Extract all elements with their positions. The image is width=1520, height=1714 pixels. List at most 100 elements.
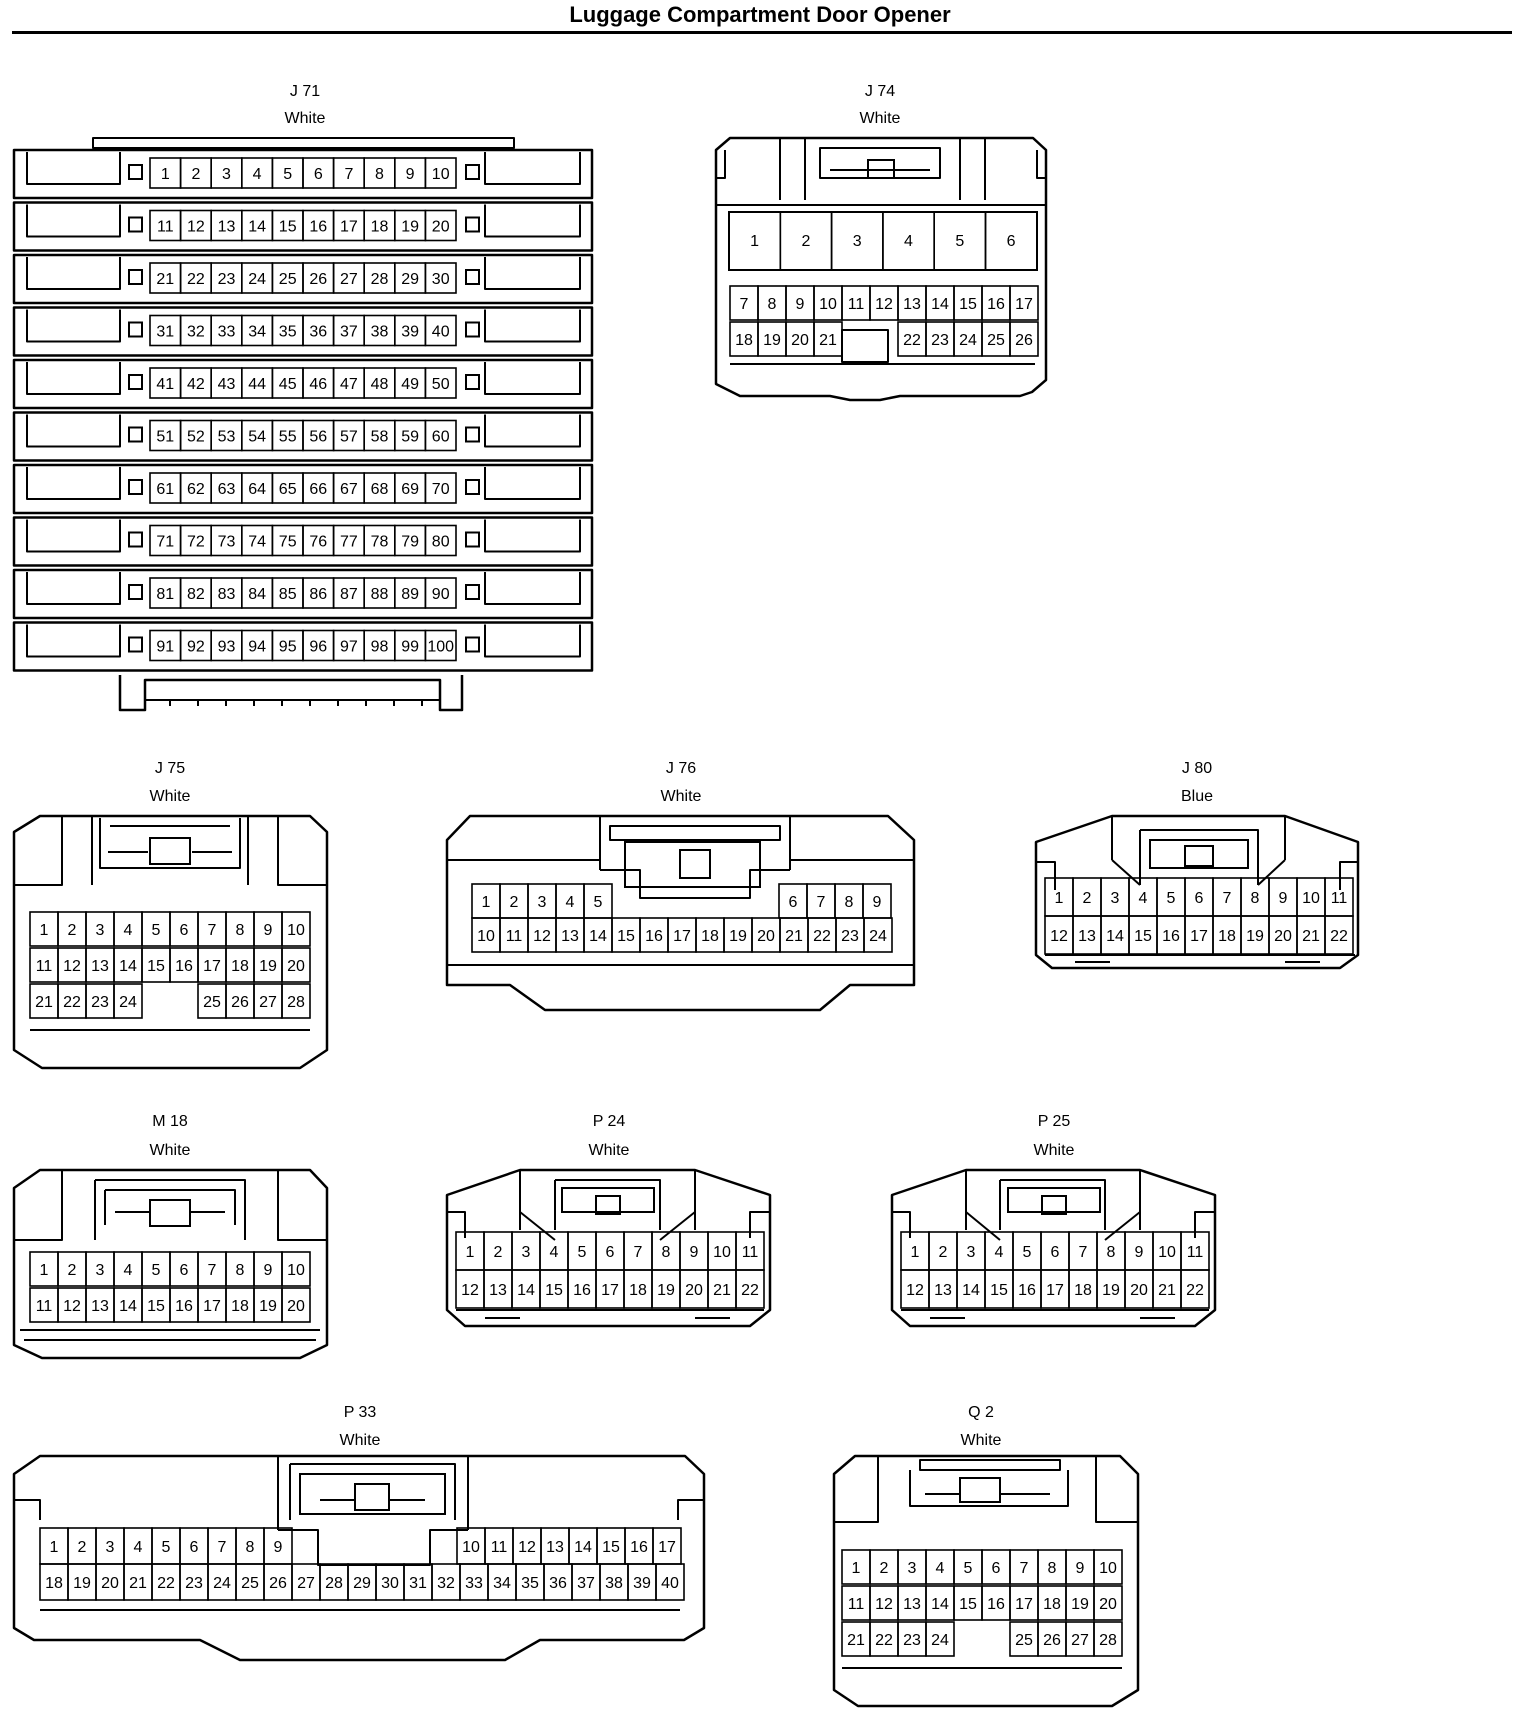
pin-number: 53 [218, 429, 236, 446]
connector-id-j80: J 80 [1181, 760, 1213, 777]
pin-number: 73 [218, 534, 236, 551]
pin-number: 87 [340, 586, 358, 603]
pin-number: 12 [533, 928, 551, 945]
housing-outline [819, 147, 941, 179]
pin-number: 13 [561, 928, 579, 945]
pin-number: 50 [432, 376, 450, 393]
housing-outline [890, 1168, 1217, 1328]
latch-square [128, 636, 143, 653]
pin-number: 83 [218, 586, 236, 603]
pin-number: 86 [309, 586, 327, 603]
pin-number: 8 [375, 166, 384, 183]
pin-number: 40 [432, 324, 450, 341]
pin-number: 11 [742, 1244, 759, 1261]
pin-number: 79 [401, 534, 419, 551]
pin-number: 23 [841, 928, 859, 945]
pin-number: 90 [432, 586, 450, 603]
pin-number: 14 [119, 1298, 137, 1315]
pin-number: 20 [1099, 1596, 1117, 1613]
housing-outline [484, 152, 581, 185]
pin-number: 20 [757, 928, 775, 945]
pin-number: 21 [819, 332, 837, 349]
pin-number: 7 [208, 1262, 217, 1279]
pin-number: 12 [906, 1282, 924, 1299]
pin-number: 4 [995, 1244, 1004, 1261]
housing-outline [12, 568, 594, 620]
pin-number: 2 [68, 1262, 77, 1279]
pin-number: 16 [630, 1539, 648, 1556]
pin-number: 26 [269, 1575, 287, 1592]
pin-number: 33 [218, 324, 236, 341]
latch-square [465, 426, 480, 443]
pin-number: 23 [185, 1575, 203, 1592]
pin-cell [424, 524, 457, 557]
latch-block [1184, 845, 1214, 867]
pin-number: 25 [241, 1575, 259, 1592]
pin-number: 1 [482, 894, 491, 911]
pin-number: 11 [848, 296, 865, 313]
pin-number: 67 [340, 481, 358, 498]
latch-square [128, 321, 143, 338]
pin-number: 55 [279, 429, 297, 446]
pin-number: 5 [1167, 890, 1176, 907]
pin-cell [281, 1287, 311, 1323]
pin-number: 76 [309, 534, 327, 551]
pin-number: 5 [594, 894, 603, 911]
pin-number: 17 [203, 1298, 221, 1315]
pin-number: 17 [1015, 1596, 1033, 1613]
pin-number: 8 [662, 1244, 671, 1261]
pin-number: 31 [409, 1575, 427, 1592]
connector-color-p25: White [1033, 1142, 1075, 1159]
housing-outline [600, 869, 790, 899]
pin-number: 43 [218, 376, 236, 393]
pin-number: 36 [549, 1575, 567, 1592]
pin-number: 8 [1048, 1560, 1057, 1577]
latch-square [465, 531, 480, 548]
pin-number: 25 [203, 994, 221, 1011]
pin-number: 6 [606, 1244, 615, 1261]
latch-square [128, 164, 143, 180]
connector-id-p24: P 24 [592, 1113, 626, 1130]
pin-number: 12 [875, 296, 893, 313]
pin-number: 71 [156, 534, 174, 551]
pin-cell [424, 577, 457, 609]
pin-number: 20 [287, 958, 305, 975]
pin-number: 57 [340, 429, 358, 446]
pin-number: 17 [340, 219, 358, 236]
housing-outline [14, 1499, 704, 1520]
pin-number: 18 [231, 958, 249, 975]
pin-number: 10 [287, 1262, 305, 1279]
pin-number: 1 [911, 1244, 920, 1261]
housing-outline [484, 414, 581, 448]
pin-number: 17 [673, 928, 691, 945]
pin-number: 14 [248, 219, 266, 236]
pin-number: 81 [156, 586, 174, 603]
pin-number: 15 [959, 1596, 977, 1613]
pin-number: 16 [645, 928, 663, 945]
latch-square [128, 216, 143, 233]
pin-number: 20 [1130, 1282, 1148, 1299]
pin-number: 5 [162, 1539, 171, 1556]
housing-outline [104, 1189, 236, 1225]
pin-cell [424, 419, 457, 452]
pin-number: 15 [990, 1282, 1008, 1299]
housing-outline [12, 411, 594, 462]
pin-number: 9 [264, 922, 273, 939]
pin-number: 16 [987, 1596, 1005, 1613]
pin-number: 19 [401, 219, 419, 236]
latch-block [595, 1195, 621, 1215]
pin-number: 10 [287, 922, 305, 939]
pin-number: 70 [432, 481, 450, 498]
housing-outline [554, 1179, 661, 1230]
pin-number: 5 [955, 233, 964, 250]
pin-number: 22 [1186, 1282, 1204, 1299]
pin-number: 11 [36, 958, 53, 975]
pin-number: 77 [340, 534, 358, 551]
pin-number: 28 [325, 1575, 343, 1592]
pin-number: 9 [274, 1539, 283, 1556]
pin-number: 44 [248, 376, 266, 393]
pin-number: 26 [1015, 332, 1033, 349]
pin-number: 97 [340, 639, 358, 656]
pin-number: 21 [156, 271, 174, 288]
pin-number: 27 [1071, 1632, 1089, 1649]
